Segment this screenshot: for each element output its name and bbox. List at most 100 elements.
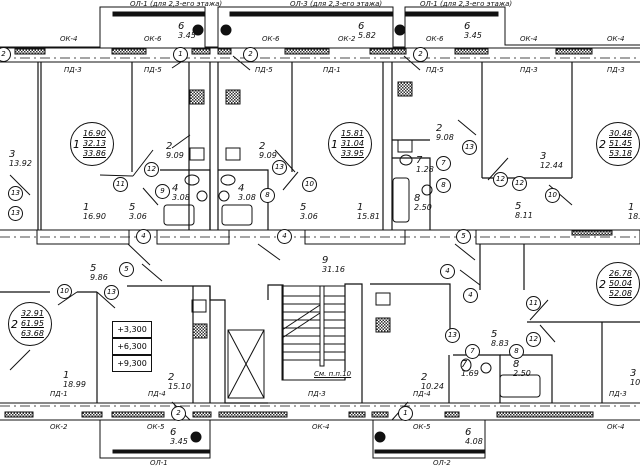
door-mark: 4 bbox=[136, 229, 151, 244]
apartment-summary: 2 30.48 51.45 53.18 bbox=[596, 122, 640, 166]
door-mark: 12 bbox=[493, 172, 508, 187]
door-mark: 4 bbox=[440, 264, 455, 279]
door-label: ПД-3 bbox=[607, 66, 625, 74]
door-label: ПД-4 bbox=[148, 390, 166, 398]
window-label: ОК-5 bbox=[413, 423, 431, 431]
balcony-label: ОЛ-1 bbox=[150, 459, 168, 467]
room-label: 310. bbox=[630, 368, 640, 387]
door-mark: 1 bbox=[173, 47, 188, 62]
apartment-summary: 2 26.78 50.04 52.08 bbox=[596, 262, 640, 306]
window-label: ОК-6 bbox=[426, 35, 444, 43]
door-label: ПД-5 bbox=[426, 66, 444, 74]
balcony-rail bbox=[404, 11, 499, 17]
balcony-rail bbox=[229, 11, 394, 17]
door-mark: 12 bbox=[144, 162, 159, 177]
level-mark: +9,300 bbox=[112, 355, 152, 372]
door-mark: 13 bbox=[8, 186, 23, 201]
door-label: ПД-5 bbox=[255, 66, 273, 74]
door-mark: 13 bbox=[462, 140, 477, 155]
door-mark: 8 bbox=[509, 344, 524, 359]
door-mark: 8 bbox=[260, 188, 275, 203]
stair-note: См. п.п.10 bbox=[314, 370, 352, 378]
window-label: ОК-5 bbox=[147, 423, 165, 431]
door-label: ПД-1 bbox=[323, 66, 341, 74]
door-mark: 10 bbox=[57, 284, 72, 299]
apartment-summary: 1 16.90 32.13 33.86 bbox=[70, 122, 114, 166]
apartment-summary: 1 15.81 31.04 33.95 bbox=[328, 122, 372, 166]
door-label: ПД-3 bbox=[64, 66, 82, 74]
apartment-summary: 2 32.91 61.95 63.68 bbox=[8, 302, 52, 346]
window-label: ОК-4 bbox=[607, 423, 625, 431]
top-wall bbox=[0, 47, 640, 63]
door-label: ПД-3 bbox=[609, 390, 627, 398]
interior-walls bbox=[0, 62, 640, 404]
balcony-rail bbox=[112, 11, 206, 17]
fixtures bbox=[184, 81, 492, 374]
balcony-label: ОЛ-1 (для 2,3-его этажа) bbox=[130, 0, 223, 8]
window-label: ОК-4 bbox=[520, 35, 538, 43]
ventilation-icons bbox=[190, 24, 406, 443]
door-mark: 13 bbox=[8, 206, 23, 221]
door-mark: 8 bbox=[436, 178, 451, 193]
level-mark: +3,300 bbox=[112, 321, 152, 338]
window-label: ОК-2 bbox=[338, 35, 356, 43]
door-mark: 9 bbox=[155, 184, 170, 199]
door-label: ПД-1 bbox=[50, 390, 68, 398]
bottom-wall bbox=[0, 402, 640, 459]
door-label: ПД-4 bbox=[413, 390, 431, 398]
door-mark: 7 bbox=[436, 156, 451, 171]
door-mark: 5 bbox=[456, 229, 471, 244]
door-mark: 7 bbox=[465, 344, 480, 359]
door-mark: 2 bbox=[171, 406, 186, 421]
balcony-rail bbox=[112, 449, 211, 454]
door-mark: 11 bbox=[113, 177, 128, 192]
balcony-label: ОЛ-3 (для 2,3-его этажа) bbox=[290, 0, 383, 8]
door-label: ПД-5 bbox=[144, 66, 162, 74]
door-mark: 4 bbox=[463, 288, 478, 303]
door-mark: 13 bbox=[272, 160, 287, 175]
level-mark: +6,300 bbox=[112, 338, 152, 355]
door-mark: 12 bbox=[526, 332, 541, 347]
door-mark: 5 bbox=[119, 262, 134, 277]
door-mark: 10 bbox=[545, 188, 560, 203]
door-mark: 2 bbox=[243, 47, 258, 62]
window-label: ОК-2 bbox=[50, 423, 68, 431]
door-mark: 4 bbox=[277, 229, 292, 244]
axis-lines bbox=[0, 57, 640, 407]
door-label: ПД-3 bbox=[520, 66, 538, 74]
door-mark: 11 bbox=[526, 296, 541, 311]
door-mark: 2 bbox=[413, 47, 428, 62]
door-label: ПД-3 bbox=[308, 390, 326, 398]
elevator-shaft bbox=[227, 329, 265, 399]
stairs bbox=[281, 285, 346, 381]
bathtubs bbox=[163, 177, 541, 398]
door-mark: 13 bbox=[104, 285, 119, 300]
window-label: ОК-6 bbox=[144, 35, 162, 43]
